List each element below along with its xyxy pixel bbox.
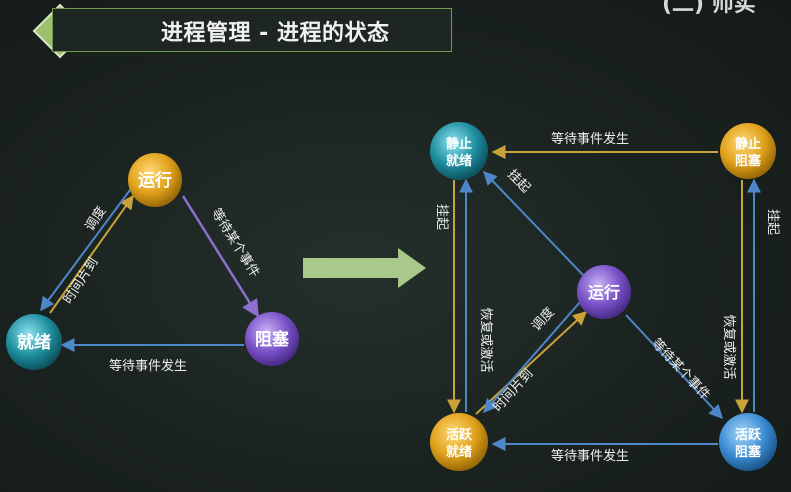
svg-text:就绪: 就绪 [446, 444, 472, 460]
right-node-static-blocked: 静止 阻塞 [720, 123, 776, 179]
left-node-blocked: 阻塞 [245, 312, 299, 366]
left-label-event-occurs: 等待事件发生 [109, 358, 187, 374]
svg-text:就绪: 就绪 [17, 332, 51, 353]
svg-text:运行: 运行 [588, 283, 620, 302]
right-label-bottom-event: 等待事件发生 [551, 448, 629, 464]
left-node-ready: 就绪 [6, 314, 62, 370]
left-node-running: 运行 [128, 153, 182, 207]
svg-text:阻塞: 阻塞 [255, 329, 290, 350]
svg-text:就绪: 就绪 [446, 153, 472, 169]
svg-text:静止: 静止 [446, 136, 472, 152]
transition-arrow-icon [303, 248, 426, 288]
right-label-resume-left: 恢复或激活 [478, 307, 493, 372]
right-node-running: 运行 [577, 265, 631, 319]
right-edge-ar-to-run [475, 311, 588, 415]
svg-text:阻塞: 阻塞 [735, 153, 762, 169]
right-label-resume-right: 恢复或激活 [721, 314, 736, 379]
right-label-timeslice: 时间片到 [490, 366, 536, 415]
right-node-static-ready: 静止 就绪 [430, 122, 488, 180]
left-label-schedule: 调度 [82, 204, 110, 235]
svg-text:阻塞: 阻塞 [735, 444, 762, 460]
right-node-active-blocked: 活跃 阻塞 [719, 413, 777, 471]
left-label-timeslice: 时间片到 [61, 255, 102, 307]
right-label-wait-event: 等待某个事件 [648, 335, 713, 403]
left-edge-running-to-ready [40, 189, 131, 312]
svg-text:活跃: 活跃 [446, 427, 473, 443]
left-edge-ready-to-running [49, 194, 134, 314]
right-edge-run-to-sr [483, 170, 585, 277]
right-node-active-ready: 活跃 就绪 [430, 413, 488, 471]
right-label-top-event: 等待事件发生 [551, 131, 629, 147]
left-label-wait-event: 等待某个事件 [208, 206, 263, 281]
svg-text:静止: 静止 [735, 136, 761, 152]
title-bar: 进程管理 - 进程的状态 [52, 8, 452, 52]
top-right-label: (二) 师实 [662, 0, 756, 17]
right-label-suspend-diag: 挂起 [504, 167, 533, 196]
svg-text:运行: 运行 [138, 170, 172, 191]
page-title: 进程管理 - 进程的状态 [161, 21, 390, 46]
right-edge-run-to-ab [625, 314, 723, 420]
right-edge-run-to-ar [483, 301, 581, 414]
right-label-schedule: 调度 [528, 304, 557, 334]
svg-text:活跃: 活跃 [735, 427, 762, 443]
right-label-suspend-right: 挂起 [765, 209, 780, 235]
right-label-suspend-left: 挂起 [434, 204, 449, 230]
left-edge-running-to-blocked [181, 195, 260, 318]
